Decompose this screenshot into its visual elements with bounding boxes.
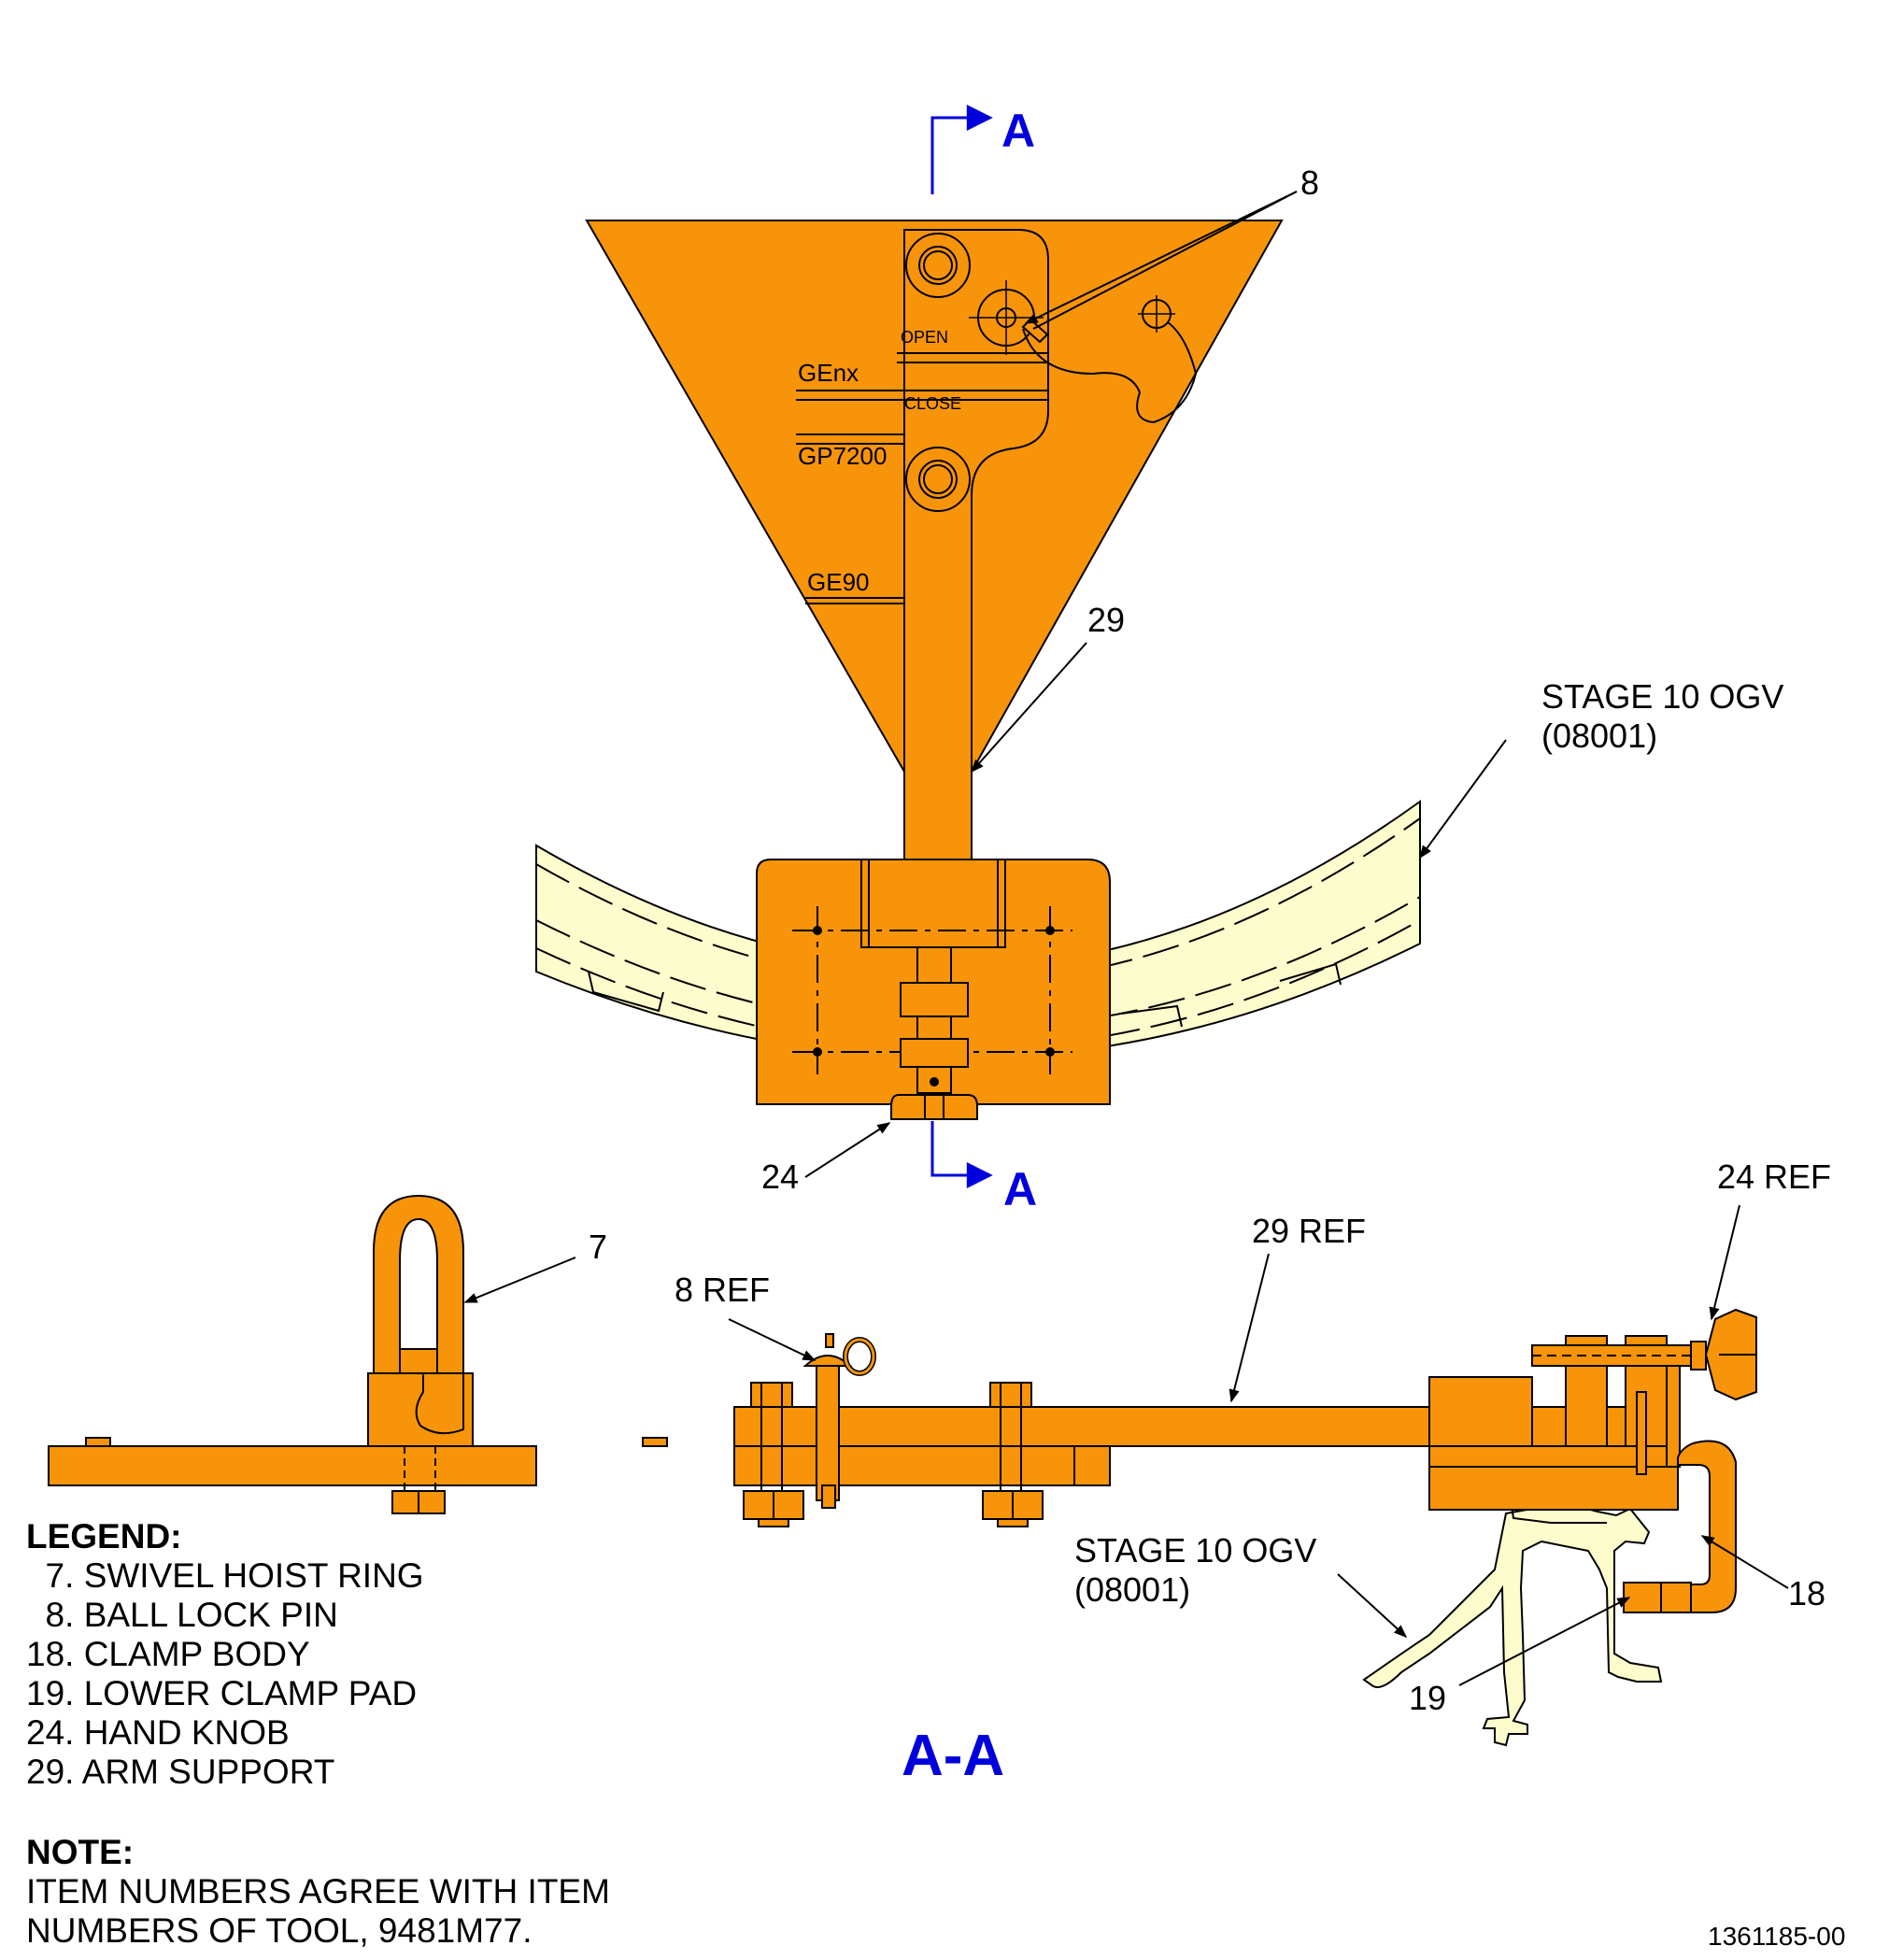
plate-mark-genx: GEnx (798, 359, 859, 387)
legend-item: 24. HAND KNOB (26, 1713, 290, 1752)
clamp-body-section (1428, 1308, 1757, 1613)
clamp-hook (1653, 1440, 1737, 1613)
legend-item: 29. ARM SUPPORT (26, 1753, 335, 1791)
section-line-top (930, 105, 993, 194)
close-label: CLOSE (904, 394, 961, 413)
swivel-hoist-ring (367, 1194, 474, 1514)
callout-8: 8 (1300, 163, 1319, 202)
callout-29-ref: 29 REF (1252, 1212, 1366, 1250)
ogv-section-shape (1362, 1502, 1663, 1747)
figure-number: 1361185-00 (1708, 1922, 1846, 1951)
legend-item: 8. BALL LOCK PIN (26, 1596, 338, 1634)
top-view: OPEN CLOSE GEnx GP7200 GE90 (535, 105, 1783, 1215)
callout-7: 7 (589, 1228, 607, 1266)
section-line-bottom (930, 1121, 993, 1188)
callout-24-ref: 24 REF (1717, 1158, 1831, 1196)
ogv-section-label-line2: (08001) (1074, 1570, 1190, 1609)
note-line-1: ITEM NUMBERS AGREE WITH ITEM (26, 1872, 610, 1910)
legend-title: LEGEND: (26, 1517, 182, 1555)
open-label: OPEN (901, 328, 948, 347)
ball-lock-pin-section (802, 1333, 876, 1509)
plate-mark-ge90: GE90 (807, 568, 870, 596)
callout-29: 29 (1087, 601, 1125, 639)
legend-item: 19. LOWER CLAMP PAD (26, 1674, 418, 1712)
clamp-block (756, 859, 1111, 1120)
section-letter-bottom: A (1003, 1163, 1037, 1215)
legend-item: 18. CLAMP BODY (26, 1635, 310, 1673)
lower-clamp-pad (1623, 1582, 1692, 1613)
note-title: NOTE: (26, 1833, 135, 1871)
ogv-top-label-line1: STAGE 10 OGV (1541, 677, 1783, 716)
hand-knob-top (890, 1094, 978, 1120)
callout-18: 18 (1788, 1574, 1825, 1612)
callout-19: 19 (1409, 1679, 1446, 1717)
note-line-2: NUMBERS OF TOOL, 9481M77. (26, 1911, 533, 1950)
plate-mark-gp7200: GP7200 (798, 442, 887, 470)
ogv-top-label-line2: (08001) (1541, 717, 1657, 755)
bolt-right (982, 1382, 1044, 1527)
callout-24: 24 (761, 1158, 799, 1196)
bolt-left (743, 1382, 804, 1527)
section-view-title: A-A (902, 1724, 1004, 1788)
callout-8-ref: 8 REF (675, 1271, 770, 1309)
lanyard (1022, 321, 1198, 424)
section-letter-top: A (1001, 105, 1035, 157)
arm-support-section (733, 1406, 1679, 1447)
legend-item: 7. SWIVEL HOIST RING (26, 1556, 424, 1595)
section-view: 7 8 REF 29 REF 24 REF 18 19 STAGE 10 OGV… (48, 1158, 1831, 1788)
ogv-section-label-line1: STAGE 10 OGV (1074, 1531, 1316, 1569)
